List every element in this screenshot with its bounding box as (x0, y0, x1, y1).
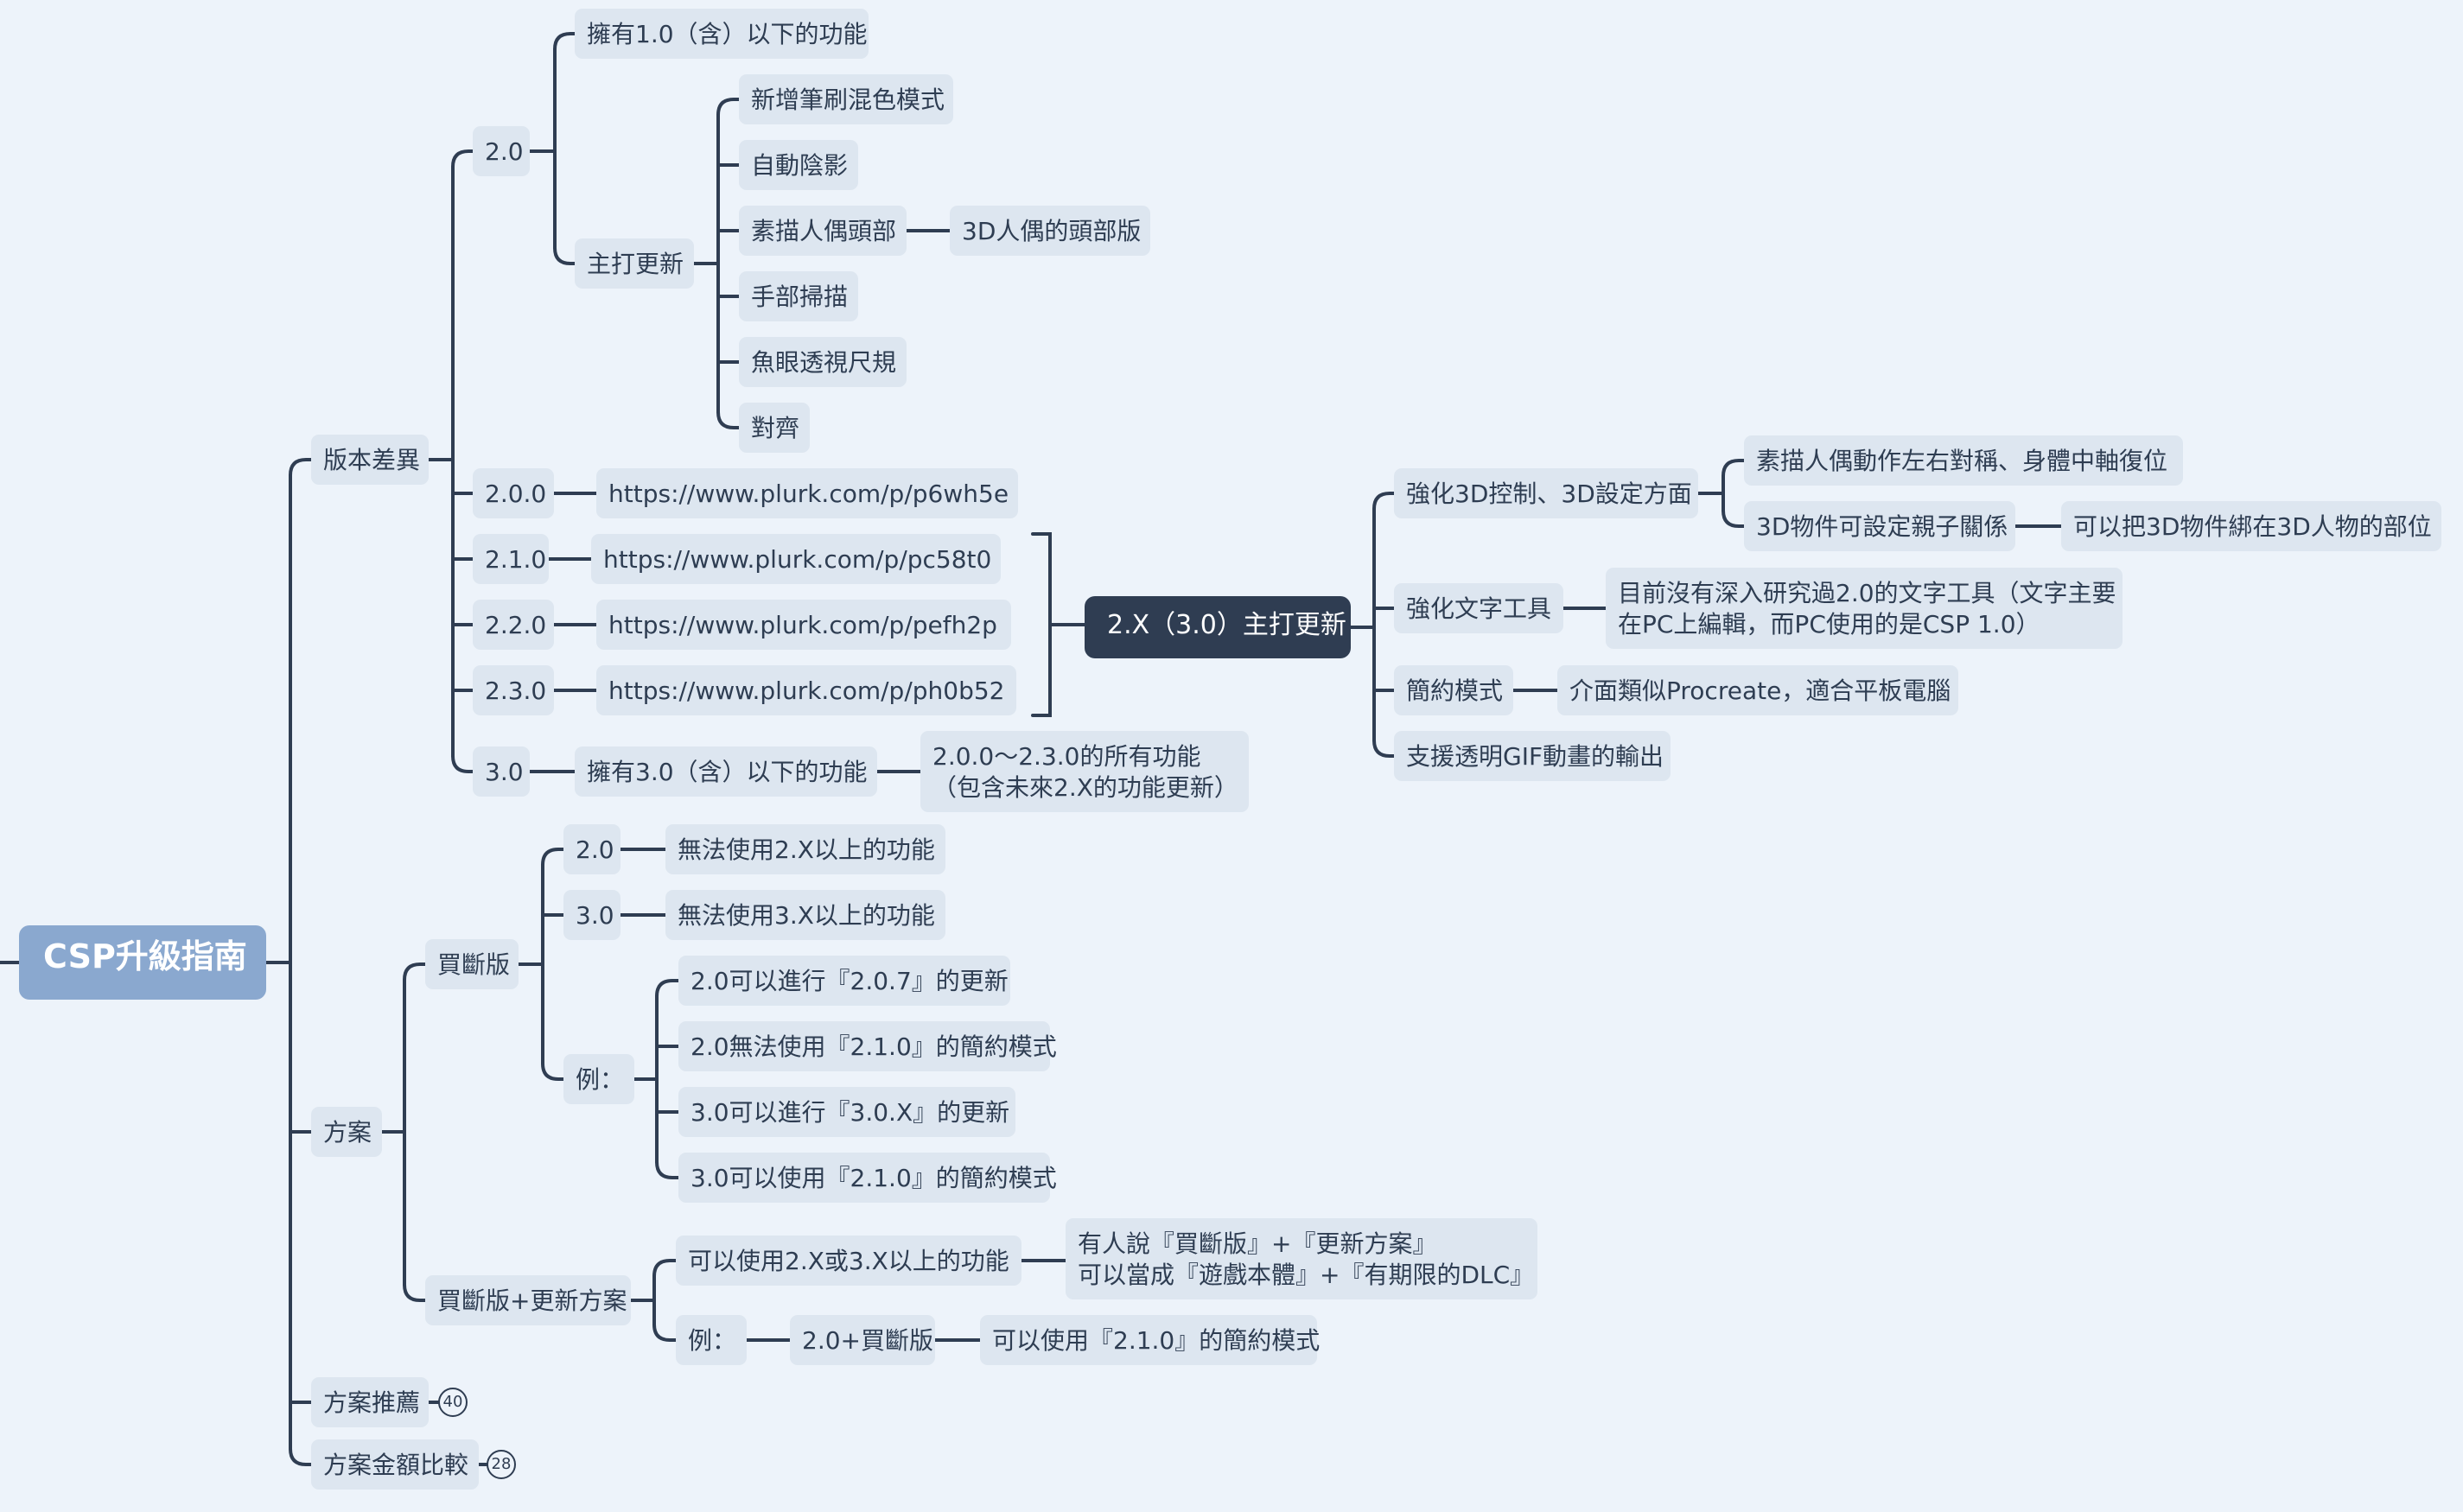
topic-perpetual-plus-example-note[interactable]: 可以使用『2.1.0』的簡約模式 (980, 1315, 1320, 1365)
compare-count-badge[interactable]: 28 (487, 1450, 516, 1479)
topic-perpetual-plus-example-item[interactable]: 2.0+買斷版 (790, 1315, 935, 1365)
topic-version-diff[interactable]: 版本差異 (311, 435, 429, 485)
link-v220[interactable]: https://www.plurk.com/p/pefh2p (596, 600, 1011, 650)
update-item-fisheye-ruler[interactable]: 魚眼透視尺規 (739, 337, 907, 387)
topic-3d-parenting-note[interactable]: 可以把3D物件綁在3D人物的部位 (2061, 501, 2441, 551)
root-topic[interactable]: CSP升級指南 (19, 925, 266, 1000)
link-version-diff-branch-5 (451, 754, 474, 773)
topic-perpetual-plus-example[interactable]: 例： (676, 1315, 747, 1365)
topic-v230[interactable]: 2.3.0 (473, 665, 554, 715)
topic-perpetual-plus-can-note[interactable]: 有人說『買斷版』+『更新方案』 可以當成『遊戲本體』+『有期限的DLC』 (1066, 1218, 1537, 1299)
link-v20-branch-1 (553, 246, 576, 265)
link-plan-branch-1 (403, 1283, 427, 1302)
topic-simple-mode[interactable]: 簡約模式 (1394, 665, 1513, 715)
topic-v30-note[interactable]: 2.0.0～2.3.0的所有功能 （包含未來2.X的功能更新） (920, 731, 1249, 812)
topic-recommend[interactable]: 方案推薦 (311, 1377, 429, 1427)
topic-text-tool-note[interactable]: 目前沒有深入研究過2.0的文字工具（文字主要 在PC上編輯，而PC使用的是CSP… (1606, 568, 2123, 649)
link-v20-branch-0 (553, 32, 576, 51)
link-3d-branch-0 (1722, 459, 1746, 478)
topic-perpetual-v20-note[interactable]: 無法使用2.X以上的功能 (665, 824, 945, 874)
topic-perpetual-plus-can[interactable]: 可以使用2.X或3.X以上的功能 (676, 1236, 1021, 1286)
topic-compare[interactable]: 方案金額比較 (311, 1439, 479, 1490)
link-hub-branch-0 (1372, 492, 1396, 511)
link-url-group (1031, 532, 1052, 717)
update-item-brush-mix[interactable]: 新增筆刷混色模式 (739, 74, 953, 124)
topic-v200[interactable]: 2.0.0 (473, 468, 554, 518)
link-perpetual-plus-branch-1 (652, 1323, 678, 1342)
topic-plan[interactable]: 方案 (311, 1107, 382, 1157)
topic-3d-symmetry[interactable]: 素描人偶動作左右對稱、身體中軸復位 (1744, 435, 2183, 486)
link-root-branch-3 (289, 1447, 313, 1466)
example-item-3[interactable]: 3.0可以進行『3.0.X』的更新 (678, 1087, 1015, 1137)
update-item-hand-scan[interactable]: 手部掃描 (739, 271, 858, 321)
topic-v20-main-update[interactable]: 主打更新 (575, 238, 694, 289)
link-perpetual-plus-branch-0 (652, 1259, 678, 1278)
example-item-2[interactable]: 2.0無法使用『2.1.0』的簡約模式 (678, 1021, 1057, 1071)
topic-perpetual[interactable]: 買斷版 (425, 939, 519, 989)
update-item-sketch-head-note[interactable]: 3D人偶的頭部版 (950, 206, 1150, 256)
topic-v20-own[interactable]: 擁有1.0（含）以下的功能 (575, 9, 869, 59)
topic-3d-control[interactable]: 強化3D控制、3D設定方面 (1394, 468, 1698, 518)
topic-gif-export[interactable]: 支援透明GIF動畫的輸出 (1394, 731, 1671, 781)
topic-v30-own[interactable]: 擁有3.0（含）以下的功能 (575, 746, 877, 797)
topic-perpetual-plus[interactable]: 買斷版+更新方案 (425, 1275, 631, 1325)
link-perpetual-example-branch-0 (655, 979, 680, 998)
example-item-1[interactable]: 2.0可以進行『2.0.7』的更新 (678, 956, 1010, 1006)
link-perpetual-branch-0 (541, 848, 565, 867)
topic-v20[interactable]: 2.0 (473, 126, 530, 176)
topic-v220[interactable]: 2.2.0 (473, 600, 554, 650)
link-v200[interactable]: https://www.plurk.com/p/p6wh5e (596, 468, 1018, 518)
link-v230[interactable]: https://www.plurk.com/p/ph0b52 (596, 665, 1016, 715)
example-item-4[interactable]: 3.0可以使用『2.1.0』的簡約模式 (678, 1153, 1057, 1203)
topic-text-tool[interactable]: 強化文字工具 (1394, 583, 1563, 633)
link-main-update-branch-0 (716, 98, 741, 117)
topic-perpetual-v30[interactable]: 3.0 (563, 890, 621, 940)
link-perpetual-branch-2 (541, 1062, 565, 1081)
link-v210[interactable]: https://www.plurk.com/p/pc58t0 (591, 534, 1001, 584)
topic-3d-parenting[interactable]: 3D物件可設定親子關係 (1744, 501, 2015, 551)
link-plan-branch-0 (403, 962, 427, 982)
topic-v30[interactable]: 3.0 (473, 746, 530, 797)
link-hub-branch-3 (1372, 739, 1396, 758)
topic-perpetual-v20[interactable]: 2.0 (563, 824, 621, 874)
link-3d-branch-1 (1722, 509, 1746, 528)
link-root-branch-0 (289, 458, 313, 477)
topic-main-update-2x[interactable]: 2.X（3.0）主打更新 (1085, 596, 1351, 658)
recommend-count-badge[interactable]: 40 (438, 1388, 468, 1417)
topic-simple-mode-note[interactable]: 介面類似Procreate，適合平板電腦 (1557, 665, 1958, 715)
update-item-sketch-head[interactable]: 素描人偶頭部 (739, 206, 907, 256)
link-version-diff-branch-0 (451, 149, 474, 168)
link-main-update-branch-5 (716, 410, 741, 429)
update-item-auto-shadow[interactable]: 自動陰影 (739, 140, 858, 190)
topic-v210[interactable]: 2.1.0 (473, 534, 549, 584)
link-perpetual-example-branch-3 (655, 1160, 680, 1179)
topic-perpetual-example[interactable]: 例： (563, 1054, 634, 1104)
topic-perpetual-v30-note[interactable]: 無法使用3.X以上的功能 (665, 890, 945, 940)
update-item-align[interactable]: 對齊 (739, 403, 810, 453)
